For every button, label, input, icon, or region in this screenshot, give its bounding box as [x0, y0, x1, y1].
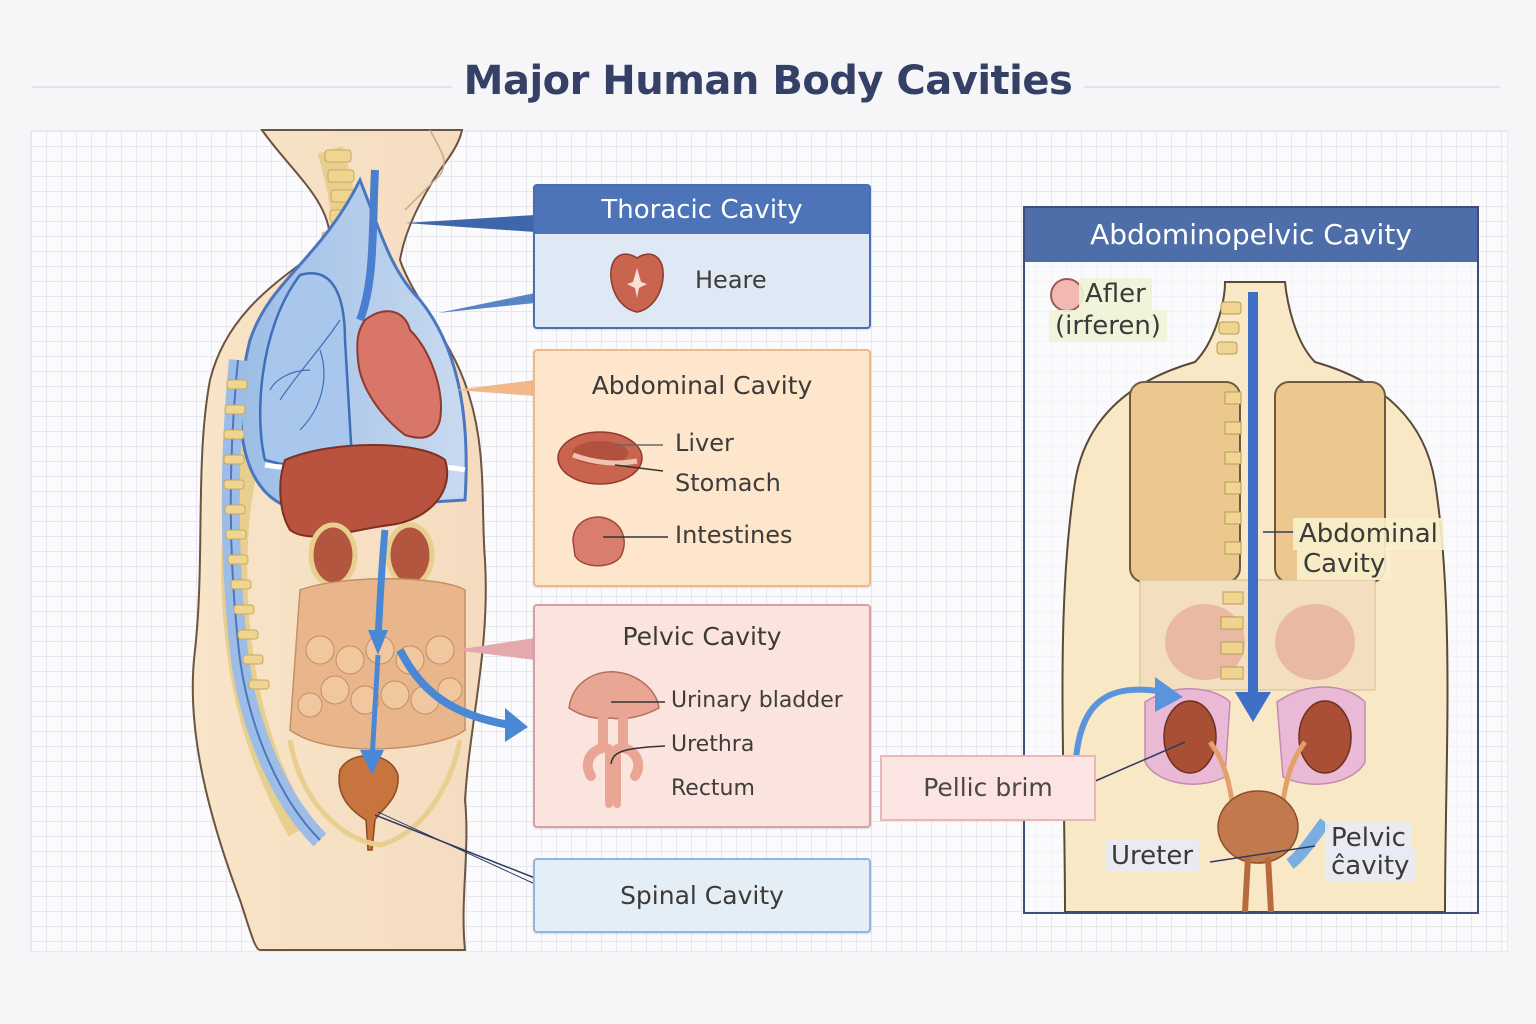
- callout-spinal-cavity: Spinal Cavity: [533, 858, 871, 933]
- kidney-right: [385, 522, 435, 588]
- legend-line1: Afler: [1079, 278, 1152, 310]
- callout-abdominal-cavity: Abdominal Cavity Liver Stomach Intestine…: [533, 349, 871, 587]
- label-urinary-bladder: Urinary bladder: [671, 688, 843, 713]
- legend-line2: (irferen): [1049, 310, 1167, 342]
- label-heare: Heare: [695, 266, 767, 294]
- title-rule-right: [1084, 86, 1500, 88]
- label-intestines: Intestines: [675, 521, 793, 549]
- heart: [356, 310, 442, 439]
- callout-title: Pelvic Cavity: [622, 622, 782, 651]
- kidney-left: [308, 522, 358, 588]
- legend-swatch: [1050, 278, 1084, 312]
- callout-pelvic-cavity: Pelvic Cavity Urinary bladder Urethra Re…: [533, 604, 871, 828]
- callout-thoracic-cavity: Thoracic Cavity Heare: [533, 184, 871, 329]
- liver: [279, 444, 449, 538]
- label-stomach: Stomach: [675, 469, 781, 497]
- flow-arrow-1: [374, 529, 389, 641]
- callout-title: Thoracic Cavity: [535, 186, 869, 234]
- label-urethra: Urethra: [671, 732, 755, 757]
- panel-title: Abdominopelvic Cavity: [1025, 208, 1477, 262]
- intestines-icon: [572, 516, 668, 567]
- label-rectum: Rectum: [671, 776, 755, 801]
- thoracic-connector-upper: [405, 215, 535, 232]
- flow-arrow-to-pelvic: [396, 648, 511, 729]
- kidney-left: [1163, 700, 1217, 774]
- callout-title: Abdominal Cavity: [591, 371, 813, 400]
- label-liver: Liver: [675, 429, 734, 457]
- panel-abdominopelvic-cavity: Abdominopelvic Cavity: [1023, 206, 1479, 914]
- kidney-right: [1298, 700, 1352, 774]
- callout-title: Spinal Cavity: [620, 881, 784, 910]
- label-abdominal-line1: Abdominal: [1293, 518, 1444, 550]
- label-ureter: Ureter: [1105, 840, 1200, 872]
- thoracic-connector-lower: [438, 293, 535, 313]
- label-pelvic-line2: ĉavity: [1325, 850, 1416, 882]
- spinal-connector: [374, 814, 536, 879]
- label-pelvic-line1: Pelvic: [1325, 822, 1412, 854]
- pelvic-connector: [455, 638, 535, 660]
- label-pelvic-brim: Pellic brim: [880, 755, 1096, 821]
- posterior-torso-illustration: [1061, 281, 1449, 912]
- abdominal-connector: [455, 380, 535, 396]
- lung-left: [1129, 381, 1241, 583]
- bladder: [1217, 790, 1299, 864]
- bladder-urethra-icon: [568, 670, 666, 808]
- heart-icon: [610, 253, 664, 313]
- page-title: Major Human Body Cavities: [463, 58, 1073, 104]
- title-rule-left: [32, 86, 452, 88]
- label-abdominal-line2: Cavity: [1297, 548, 1392, 580]
- liver-stomach-icon: [557, 431, 664, 485]
